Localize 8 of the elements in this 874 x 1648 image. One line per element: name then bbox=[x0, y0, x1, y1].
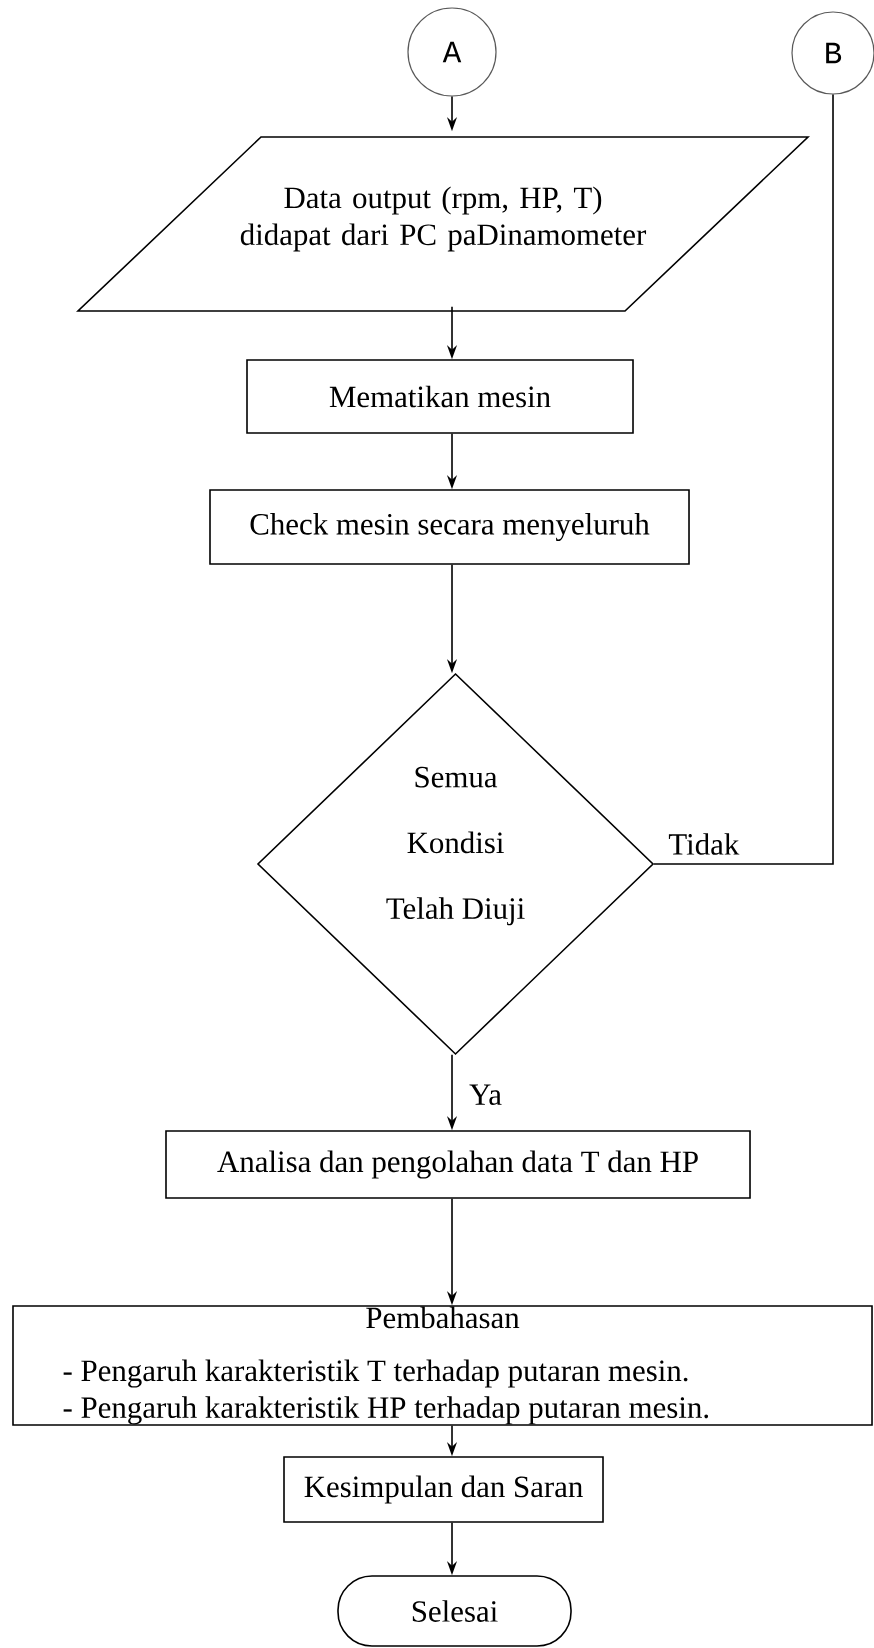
process-box: Kesimpulan dan Saran bbox=[283, 1456, 604, 1523]
edge-label: Tidak bbox=[667, 832, 741, 856]
connector-line bbox=[653, 93, 834, 865]
process-box: Pembahasan - Pengaruh karakteristik T terhadap putaran mesin. - Pengaruh karakteristik HP terhadap putaran mesin. bbox=[12, 1305, 873, 1426]
edge-label: Ya bbox=[468, 1083, 503, 1107]
process-box: Analisa dan pengolahan data T dan HP bbox=[165, 1130, 751, 1199]
process-box: Check mesin secara menyeluruh bbox=[209, 489, 690, 565]
process-box: Mematikan mesin bbox=[246, 359, 634, 434]
